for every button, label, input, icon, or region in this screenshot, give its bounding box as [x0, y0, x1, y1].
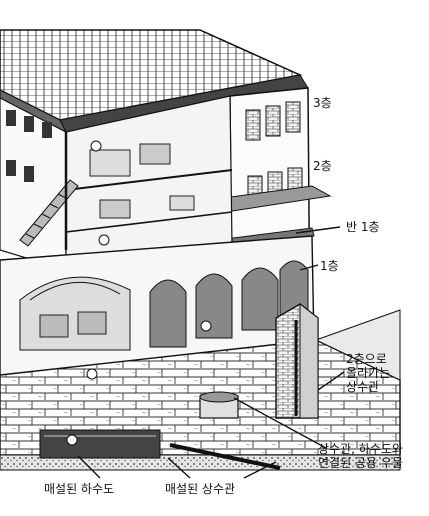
- tiled-roof: [0, 29, 309, 134]
- circled-markers: [66, 140, 212, 446]
- label-public-well: 상수관, 하수도와 연결된 공용 우물: [318, 442, 426, 470]
- label-line: 상수관, 하수도와: [318, 442, 403, 456]
- cutaway-interior: [19, 95, 233, 271]
- label-floor-3: 3층: [313, 96, 332, 110]
- label-line: 2층으로: [346, 352, 387, 366]
- label-line: 상수관: [346, 380, 380, 394]
- label-mezzanine: 반 1층: [346, 220, 380, 234]
- label-buried-sewer: 매설된 하수도: [44, 482, 115, 496]
- label-buried-water-main: 매설된 상수관: [165, 482, 236, 496]
- leader-lines: [77, 226, 345, 479]
- label-floor-2: 2층: [313, 159, 332, 173]
- label-line: 올라가는: [346, 366, 391, 380]
- public-well: [199, 391, 239, 419]
- label-line: 연결된 공용 우물: [318, 456, 403, 470]
- label-pipe-to-second-floor: 2층으로 올라가는 상수관: [346, 352, 416, 394]
- water-pipe-tower: [275, 302, 319, 419]
- label-floor-1: 1층: [320, 259, 339, 273]
